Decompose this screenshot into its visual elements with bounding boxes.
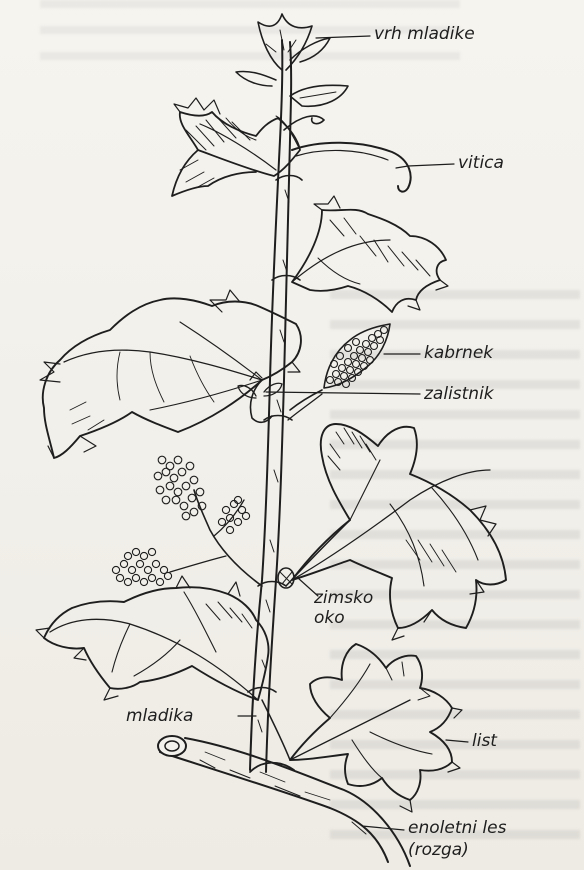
label-zalistnik: zalistnik xyxy=(424,384,494,404)
list-leaf xyxy=(290,644,462,812)
vrh-mladike-tip xyxy=(236,14,348,106)
leaf-upper-right xyxy=(292,196,448,312)
inflorescence-lower-left xyxy=(112,456,262,586)
label-zimsko-oko: zimsko oko xyxy=(314,588,384,628)
label-kabrnek: kabrnek xyxy=(424,343,493,363)
enoletni-les-cane xyxy=(158,736,410,866)
label-vrh-mladike: vrh mladike xyxy=(374,24,475,44)
label-enoletni-les: enoletni les xyxy=(408,818,506,838)
label-vitica: vitica xyxy=(458,153,504,173)
leaf-lower-left xyxy=(36,576,269,700)
label-list: list xyxy=(472,731,497,751)
label-rozga: (rozga) xyxy=(408,840,469,860)
vitica-tendril xyxy=(284,116,411,192)
label-mladika: mladika xyxy=(126,706,193,726)
kabrnek-inflorescence xyxy=(290,324,390,410)
leaf-middle-left xyxy=(40,290,301,458)
